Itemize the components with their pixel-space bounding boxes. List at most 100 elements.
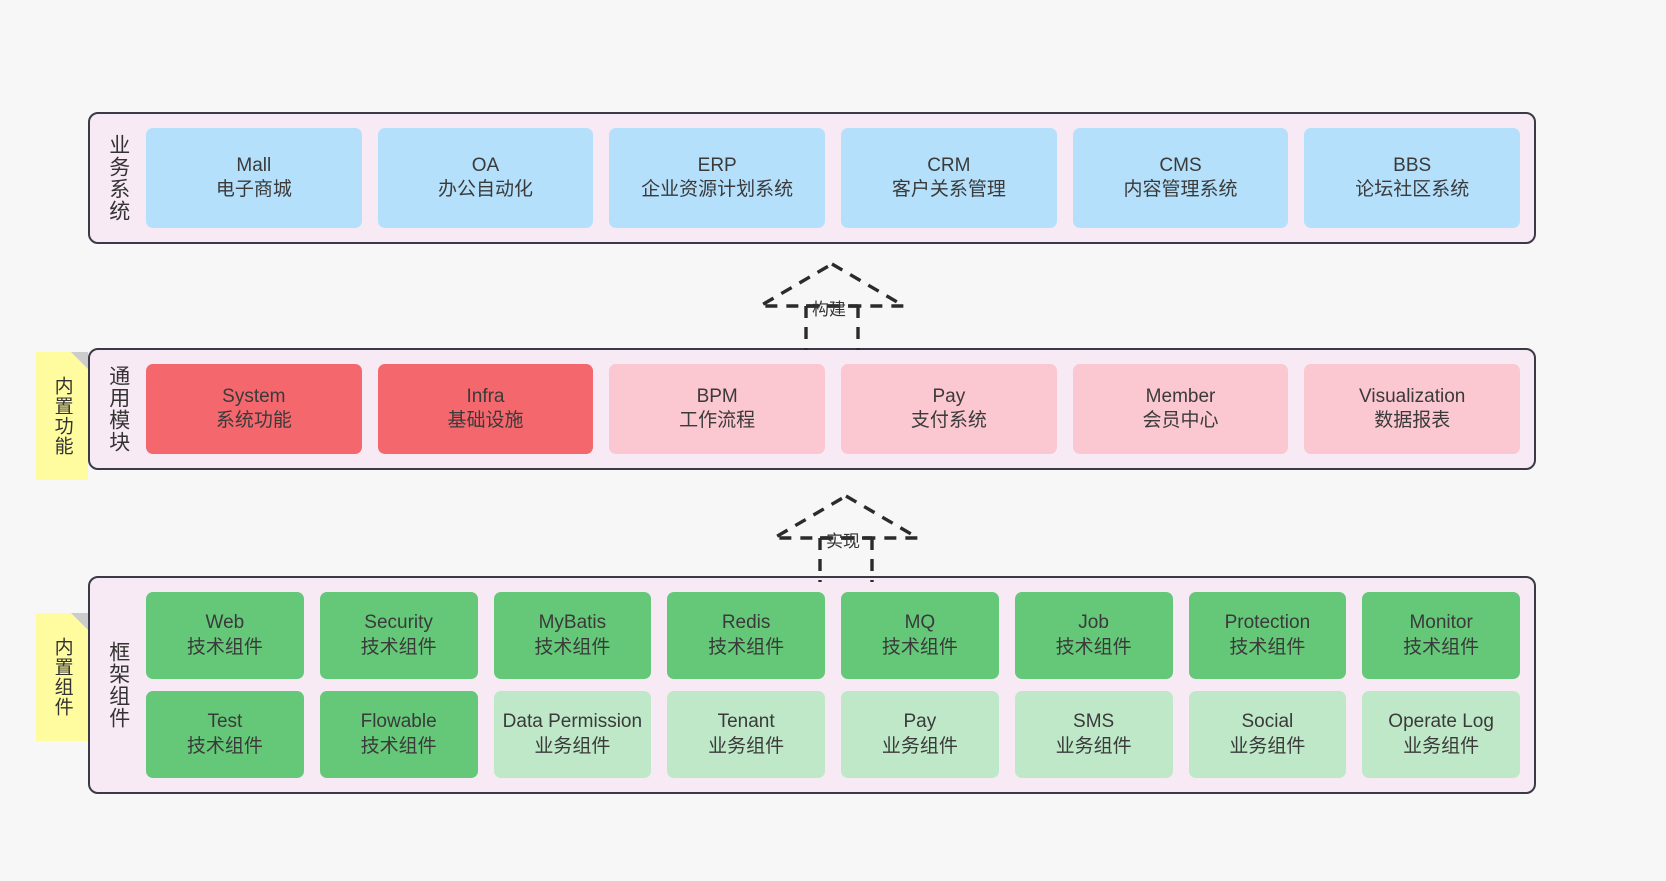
layer-common-module: 通用模块 System 系统功能 Infra 基础设施 BPM 工作流程 Pay…	[88, 348, 1536, 470]
card-web[interactable]: Web 技术组件	[146, 592, 304, 679]
card-subtitle: 技术组件	[881, 636, 958, 658]
card-title: Flowable	[360, 711, 437, 733]
sticky-note-builtin-function: 内置功能	[36, 352, 88, 480]
card-subtitle: 业务组件	[1403, 735, 1480, 757]
card-subtitle: 技术组件	[1229, 636, 1306, 658]
card-row: System 系统功能 Infra 基础设施 BPM 工作流程 Pay 支付系统…	[146, 364, 1521, 454]
card-subtitle: 业务组件	[1229, 735, 1306, 757]
card-cms[interactable]: CMS 内容管理系统	[1072, 128, 1289, 228]
card-erp[interactable]: ERP 企业资源计划系统	[609, 128, 826, 228]
card-pay-module[interactable]: Pay 支付系统	[841, 364, 1057, 454]
card-title: Monitor	[1409, 612, 1473, 634]
layer-framework-component: 框架组件 Web 技术组件 Security 技术组件 MyBatis 技术组件…	[88, 576, 1536, 794]
card-title: Web	[205, 612, 245, 634]
card-infra[interactable]: Infra 基础设施	[377, 364, 594, 454]
card-subtitle: 技术组件	[534, 636, 611, 658]
card-subtitle: 会员中心	[1142, 410, 1219, 431]
card-row: Web 技术组件 Security 技术组件 MyBatis 技术组件 Redi…	[146, 592, 1520, 679]
card-subtitle: 技术组件	[1403, 636, 1480, 658]
card-title: Security	[364, 612, 433, 634]
card-subtitle: 业务组件	[534, 735, 611, 757]
card-subtitle: 基础设施	[447, 410, 524, 431]
card-tenant[interactable]: Tenant 业务组件	[667, 691, 825, 778]
card-subtitle: 数据报表	[1374, 410, 1451, 431]
layer-title-framework-component: 框架组件	[106, 641, 130, 729]
connector-build-label: 构建	[812, 300, 846, 319]
card-operate-log[interactable]: Operate Log 业务组件	[1362, 691, 1520, 778]
card-mall[interactable]: Mall 电子商城	[146, 128, 362, 228]
card-subtitle: 支付系统	[910, 410, 987, 431]
card-subtitle: 企业资源计划系统	[641, 179, 794, 200]
card-subtitle: 工作流程	[679, 410, 756, 431]
card-row: Test 技术组件 Flowable 技术组件 Data Permission …	[146, 691, 1520, 778]
card-title: CRM	[927, 154, 971, 176]
card-subtitle: 业务组件	[1055, 735, 1132, 757]
card-row: Mall 电子商城 OA 办公自动化 ERP 企业资源计划系统 CRM 客户关系…	[146, 128, 1521, 228]
card-title: System	[222, 385, 286, 407]
card-job[interactable]: Job 技术组件	[1014, 592, 1173, 679]
card-bpm[interactable]: BPM 工作流程	[609, 364, 826, 454]
sticky-note-label: 内置组件	[51, 637, 73, 717]
card-title: Operate Log	[1388, 711, 1494, 733]
layer-body-common-module: System 系统功能 Infra 基础设施 BPM 工作流程 Pay 支付系统…	[146, 350, 1534, 468]
card-subtitle: 电子商城	[215, 179, 292, 200]
card-subtitle: 业务组件	[881, 735, 958, 757]
card-pay-component[interactable]: Pay 业务组件	[841, 691, 999, 778]
sticky-note-label: 内置功能	[51, 376, 73, 456]
card-subtitle: 技术组件	[708, 636, 785, 658]
card-subtitle: 办公自动化	[438, 179, 534, 200]
card-title: MyBatis	[538, 612, 607, 634]
card-title: Tenant	[717, 711, 775, 733]
card-title: BPM	[696, 385, 738, 407]
card-social[interactable]: Social 业务组件	[1188, 691, 1347, 778]
card-subtitle: 客户关系管理	[891, 179, 1006, 200]
card-title: OA	[471, 154, 500, 176]
card-title: Pay	[903, 711, 937, 733]
card-title: MQ	[904, 612, 936, 634]
card-subtitle: 技术组件	[186, 636, 263, 658]
card-title: Redis	[721, 612, 771, 634]
card-member[interactable]: Member 会员中心	[1072, 364, 1289, 454]
card-monitor[interactable]: Monitor 技术组件	[1362, 592, 1520, 679]
card-title: CMS	[1159, 154, 1202, 176]
card-data-permission[interactable]: Data Permission 业务组件	[493, 691, 652, 778]
card-redis[interactable]: Redis 技术组件	[667, 592, 825, 679]
card-title: BBS	[1393, 154, 1432, 176]
card-mq[interactable]: MQ 技术组件	[841, 592, 999, 679]
card-title: Test	[207, 711, 243, 733]
card-subtitle: 系统功能	[215, 410, 292, 431]
card-subtitle: 论坛社区系统	[1355, 179, 1470, 200]
card-visualization[interactable]: Visualization 数据报表	[1304, 364, 1521, 454]
card-subtitle: 内容管理系统	[1123, 179, 1238, 200]
card-protection[interactable]: Protection 技术组件	[1188, 592, 1347, 679]
card-title: Visualization	[1359, 385, 1466, 407]
connector-build-arrow	[752, 258, 912, 350]
card-title: Member	[1145, 385, 1216, 407]
card-system[interactable]: System 系统功能	[146, 364, 362, 454]
layer-business-system: 业务系统 Mall 电子商城 OA 办公自动化 ERP 企业资源计划系统 CRM…	[88, 112, 1536, 244]
layer-title-business-system: 业务系统	[106, 134, 130, 222]
card-subtitle: 业务组件	[708, 735, 785, 757]
card-title: Job	[1078, 612, 1109, 634]
layer-body-framework-component: Web 技术组件 Security 技术组件 MyBatis 技术组件 Redi…	[146, 578, 1534, 792]
card-title: Mall	[236, 154, 272, 176]
card-subtitle: 技术组件	[1055, 636, 1132, 658]
card-title: Pay	[932, 385, 966, 407]
connector-implement-label: 实现	[826, 532, 860, 551]
layer-body-business-system: Mall 电子商城 OA 办公自动化 ERP 企业资源计划系统 CRM 客户关系…	[146, 114, 1534, 242]
card-title: Social	[1241, 711, 1294, 733]
card-flowable[interactable]: Flowable 技术组件	[319, 691, 478, 778]
card-security[interactable]: Security 技术组件	[319, 592, 478, 679]
card-mybatis[interactable]: MyBatis 技术组件	[493, 592, 652, 679]
card-title: SMS	[1073, 711, 1115, 733]
card-oa[interactable]: OA 办公自动化	[377, 128, 594, 228]
card-test[interactable]: Test 技术组件	[146, 691, 304, 778]
note-fold-corner	[71, 352, 88, 369]
card-sms[interactable]: SMS 业务组件	[1014, 691, 1173, 778]
card-crm[interactable]: CRM 客户关系管理	[841, 128, 1057, 228]
layer-title-common-module: 通用模块	[106, 365, 130, 453]
card-bbs[interactable]: BBS 论坛社区系统	[1304, 128, 1521, 228]
card-title: Data Permission	[502, 711, 643, 733]
sticky-note-builtin-component: 内置组件	[36, 613, 88, 741]
